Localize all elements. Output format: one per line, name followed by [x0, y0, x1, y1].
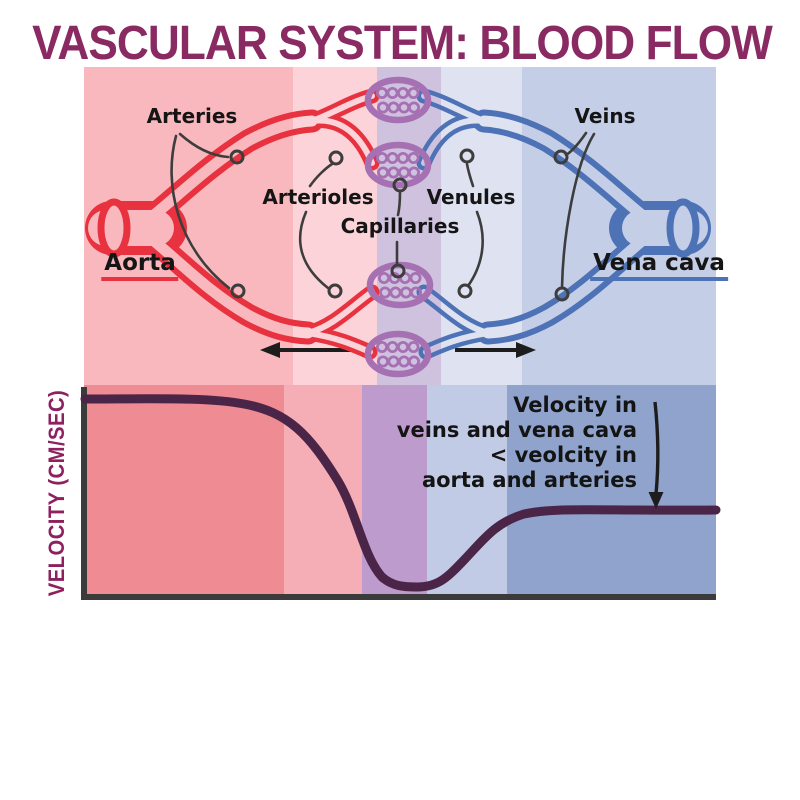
annotation-line-2: veins and vena cava [396, 418, 637, 442]
velocity-annotation: Velocity in veins and vena cava < veolci… [397, 393, 637, 493]
label-arteries: Arteries [146, 104, 238, 128]
label-aorta: Aorta [101, 250, 179, 281]
annotation-line-3: < veolcity in [489, 443, 637, 467]
label-venules: Venules [426, 185, 516, 209]
y-axis-label: VELOCITY (CM/SEC) [44, 389, 69, 597]
page-title-text: VASCULAR SYSTEM: BLOOD FLOW [32, 17, 773, 70]
graph-band-aorta [84, 385, 284, 597]
annotation-line-1: Velocity in [513, 393, 637, 417]
annotation-line-4: aorta and arteries [421, 468, 637, 492]
label-veins: Veins [574, 104, 636, 128]
label-vena-cava: Vena cava [590, 250, 728, 281]
page-title: VASCULAR SYSTEM: BLOOD FLOW [0, 16, 800, 71]
label-arterioles: Arterioles [262, 185, 374, 209]
label-capillaries: Capillaries [340, 214, 460, 238]
graph-band-arterioles [284, 385, 362, 597]
